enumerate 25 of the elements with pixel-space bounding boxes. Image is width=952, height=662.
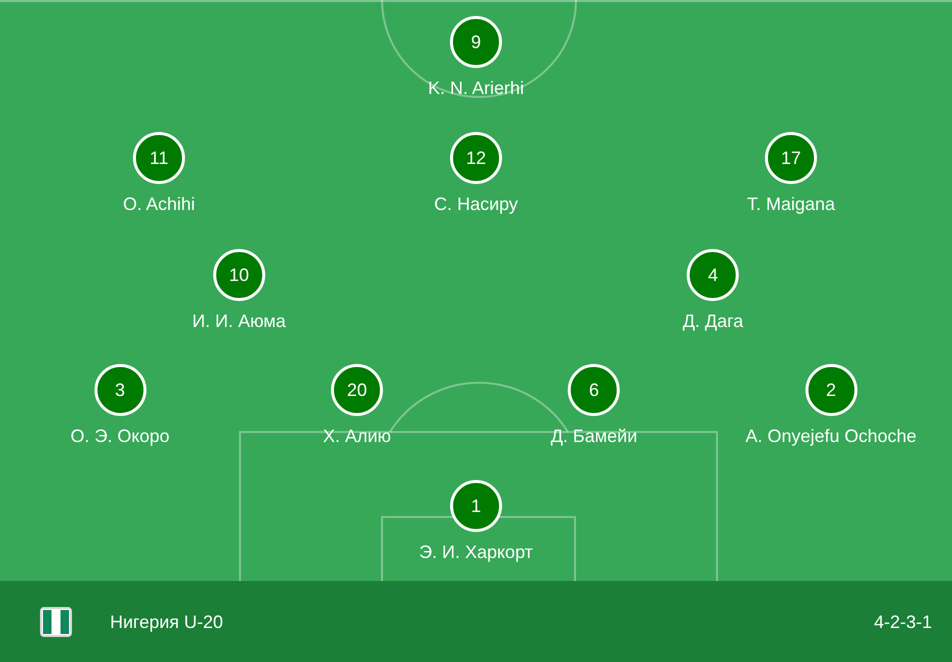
player-number-marker: 12 <box>450 132 502 184</box>
player-number-marker: 6 <box>568 364 620 416</box>
player-name: Х. Алию <box>322 425 392 447</box>
player-name: Д. Дага <box>682 310 744 332</box>
player-number-marker: 11 <box>133 132 185 184</box>
player-name: О. Э. Окоро <box>70 425 170 447</box>
player-number-marker: 9 <box>450 16 502 68</box>
player-number-marker: 20 <box>331 364 383 416</box>
player-name: И. И. Аюма <box>192 310 286 332</box>
team-bar <box>0 581 952 662</box>
player-number-marker: 4 <box>687 249 739 301</box>
player-number-marker: 10 <box>213 249 265 301</box>
player-name: Э. И. Харкорт <box>419 541 533 563</box>
player-name: O. Achihi <box>122 193 196 215</box>
formation: 4-2-3-1 <box>874 611 932 633</box>
player-number-marker: 2 <box>805 364 857 416</box>
player-name: Д. Бамейи <box>550 425 638 447</box>
player-name: T. Maigana <box>746 193 836 215</box>
player-number-marker: 1 <box>450 480 502 532</box>
player-number-marker: 17 <box>765 132 817 184</box>
player-name: K. N. Arierhi <box>428 77 524 99</box>
team-name: Нигерия U-20 <box>110 611 224 633</box>
player-name: A. Onyejefu Ochoche <box>745 425 917 447</box>
player-number-marker: 3 <box>94 364 146 416</box>
player-name: С. Насиру <box>434 193 518 215</box>
